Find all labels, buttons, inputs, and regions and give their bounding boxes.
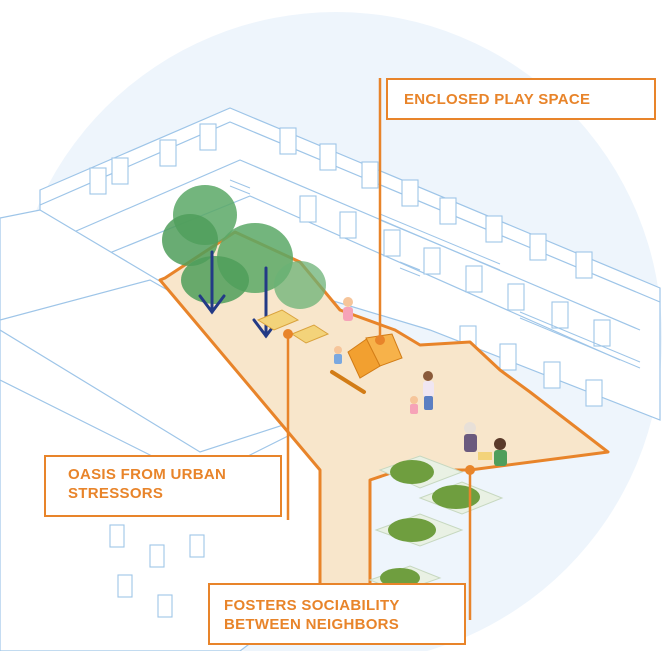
leader-lines: [286, 78, 472, 620]
trees: [162, 185, 326, 309]
enclosed-play-space-label: ENCLOSED PLAY SPACE: [386, 78, 656, 120]
oasis-label-line-1: OASIS FROM URBAN: [68, 466, 227, 483]
planters: [368, 455, 504, 593]
sociability-label: FOSTERS SOCIABILITY BETWEEN NEIGHBORS: [208, 583, 466, 645]
sociability-label-line-2: BETWEEN NEIGHBORS: [224, 616, 400, 633]
oasis-label-line-2: STRESSORS: [68, 485, 164, 502]
leader-dots: [283, 329, 475, 475]
play-structure: [330, 333, 403, 394]
play-space-dot: [375, 335, 385, 345]
oasis-dot: [283, 329, 293, 339]
oasis-label: OASIS FROM URBAN STRESSORS: [44, 455, 282, 517]
enclosed-play-space-text: ENCLOSED PLAY SPACE: [404, 91, 591, 108]
picnic-tables: [256, 309, 330, 344]
sociability-dot: [465, 465, 475, 475]
sociability-label-line-1: FOSTERS SOCIABILITY: [224, 597, 400, 614]
front-building: [0, 209, 362, 651]
people: [334, 297, 507, 466]
back-building: [39, 107, 661, 421]
